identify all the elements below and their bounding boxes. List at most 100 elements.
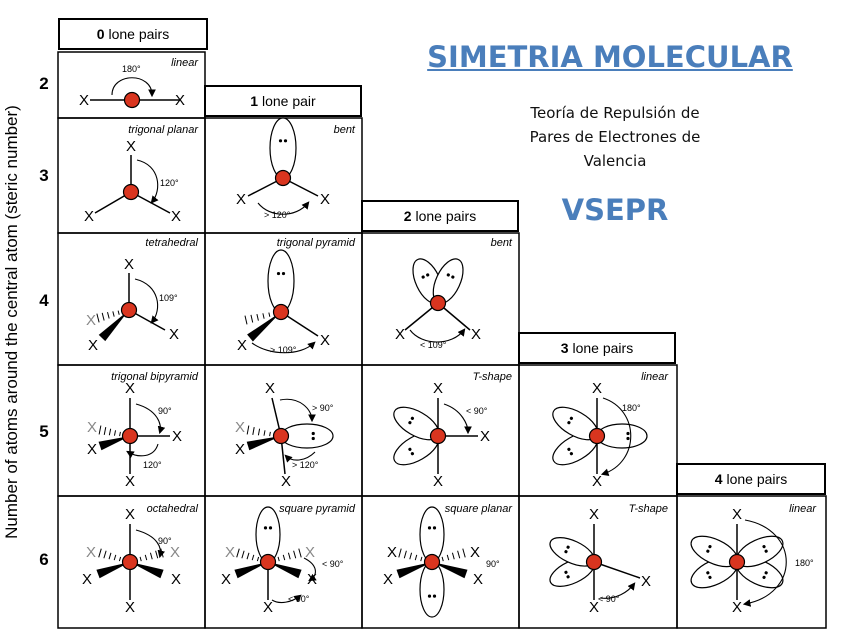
geometry-linear-5: linear bbox=[641, 371, 668, 383]
ligand-x: X bbox=[732, 506, 742, 523]
geometry-linear-2: linear bbox=[171, 57, 198, 69]
ligand-x: X bbox=[125, 506, 135, 523]
geometry-octahedral: octahedral bbox=[146, 503, 198, 515]
ligand-x: X bbox=[175, 92, 185, 109]
row-label-2: 2 bbox=[39, 74, 49, 93]
electron-dot bbox=[311, 436, 315, 441]
angle-arrow bbox=[271, 594, 302, 604]
electron-dot bbox=[626, 436, 630, 441]
lone-pair bbox=[255, 506, 281, 563]
ligand-x: X bbox=[387, 544, 397, 561]
ligand-x: X bbox=[473, 571, 483, 588]
ligand-x: X bbox=[433, 380, 443, 397]
hashed-bond bbox=[398, 548, 402, 558]
geometry-t-shape-5: T-shape bbox=[472, 371, 512, 383]
angle-label-180-c: 180° bbox=[795, 558, 814, 568]
hashed-bond bbox=[139, 556, 142, 562]
hashed-bond bbox=[282, 554, 286, 561]
ligand-x: X bbox=[126, 138, 136, 155]
hashed-bond bbox=[263, 430, 266, 436]
hashed-bond bbox=[246, 552, 250, 560]
ligand-x: X bbox=[125, 599, 135, 616]
hashed-bond bbox=[118, 556, 122, 562]
electron-dot bbox=[276, 271, 281, 276]
angle-arrow bbox=[303, 557, 317, 582]
central-atom bbox=[259, 553, 277, 571]
central-atom bbox=[585, 553, 603, 571]
ligand-x: X bbox=[641, 573, 651, 590]
hashed-bond bbox=[256, 556, 260, 562]
hashed-bond bbox=[250, 314, 254, 323]
electron-dot bbox=[764, 549, 768, 553]
wedge-bond bbox=[234, 562, 268, 579]
electron-dot bbox=[410, 416, 415, 420]
ligand-x: X bbox=[236, 191, 246, 208]
hashed-bond bbox=[236, 548, 240, 558]
electron-dot bbox=[278, 139, 283, 143]
electron-dot bbox=[567, 447, 571, 451]
ligand-x: X bbox=[86, 312, 96, 329]
ligand-x: X bbox=[125, 380, 135, 397]
wedge-bond bbox=[246, 436, 281, 451]
geometry-square-planar: square planar bbox=[444, 503, 512, 515]
ligand-x: X bbox=[732, 599, 742, 616]
hashed-bond bbox=[246, 425, 250, 435]
ligand-x: X bbox=[235, 441, 245, 458]
ligand-x: X bbox=[87, 441, 97, 458]
hashed-bond bbox=[403, 550, 407, 559]
central-atom bbox=[429, 294, 447, 312]
geometry-trigonal-planar: trigonal planar bbox=[128, 124, 198, 136]
hashed-bond bbox=[155, 550, 159, 559]
electron-dot bbox=[281, 271, 286, 276]
ligand-x: X bbox=[237, 337, 247, 354]
angle-label-120-b: 120° bbox=[143, 460, 162, 470]
subtitle-line-2: Pares de Electrones de bbox=[529, 128, 701, 146]
electron-dot bbox=[564, 550, 568, 554]
geometry-tetrahedral: tetrahedral bbox=[145, 237, 198, 249]
ligand-x: X bbox=[265, 380, 275, 397]
ligand-x: X bbox=[480, 428, 490, 445]
angle-arrow bbox=[126, 443, 159, 459]
ligand-x: X bbox=[470, 544, 480, 561]
hashed-bond bbox=[113, 430, 117, 436]
wedge-bond bbox=[130, 562, 164, 579]
hashed-bond bbox=[144, 554, 148, 561]
ligand-x: X bbox=[471, 326, 481, 343]
ligand-x: X bbox=[169, 326, 179, 343]
ligand-x: X bbox=[235, 419, 245, 436]
hashed-bond bbox=[293, 550, 297, 559]
angle-arrow bbox=[134, 278, 159, 324]
row-label-3: 3 bbox=[39, 166, 49, 185]
electron-dot bbox=[432, 594, 437, 598]
electron-dot bbox=[764, 571, 768, 575]
hashed-bond bbox=[119, 431, 121, 437]
subtitle: Teoría de Repulsión de Pares de Electron… bbox=[480, 101, 750, 173]
hashed-bond bbox=[96, 313, 100, 323]
ligand-x: X bbox=[592, 380, 602, 397]
hashed-bond bbox=[414, 554, 418, 561]
ligand-x: X bbox=[170, 544, 180, 561]
hashed-bond bbox=[268, 312, 271, 317]
angle-arrow bbox=[742, 519, 787, 607]
central-atom bbox=[121, 553, 139, 571]
geometry-linear-6: linear bbox=[789, 503, 816, 515]
hashed-bond bbox=[420, 556, 423, 562]
angle-label-180: 180° bbox=[122, 64, 141, 74]
lone-pair-lobe bbox=[419, 561, 445, 618]
hashed-bond bbox=[108, 552, 112, 560]
wedge-bond bbox=[98, 310, 129, 342]
column-header-4-lone-pairs: 4 lone pairs bbox=[676, 463, 826, 495]
angle-arrow bbox=[600, 397, 632, 476]
angle-label-90-b: 90° bbox=[158, 536, 172, 546]
electron-dot bbox=[708, 545, 712, 549]
angle-label-90-c: 90° bbox=[486, 559, 500, 569]
electron-dot bbox=[569, 452, 574, 456]
electron-dot bbox=[426, 273, 430, 277]
ligand-x: X bbox=[172, 428, 182, 445]
electron-dot bbox=[410, 452, 415, 456]
angle-label-lt109: < 109° bbox=[420, 340, 447, 350]
wedge-bond bbox=[396, 562, 432, 579]
geometry-trigonal-bipyramid: trigonal bipyramid bbox=[111, 371, 198, 383]
electron-dot bbox=[706, 571, 710, 575]
hashed-bond bbox=[298, 548, 302, 558]
